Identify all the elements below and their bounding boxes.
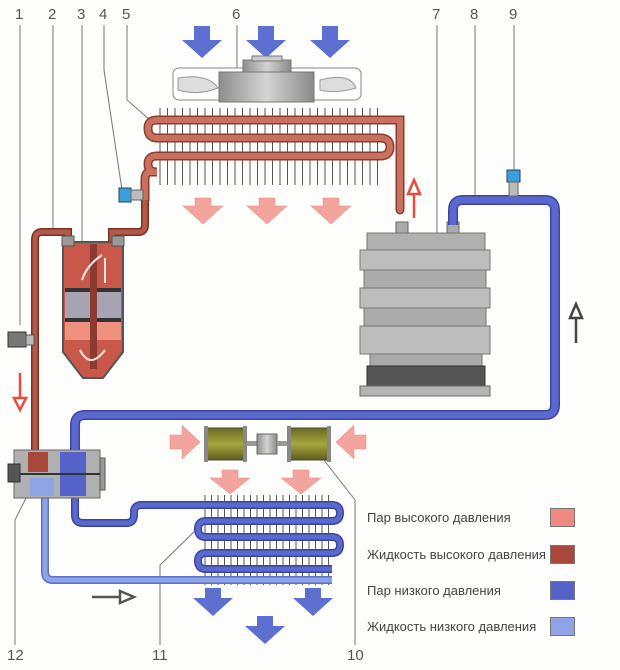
legend-label: Пар высокого давления [367, 510, 511, 525]
airflow-arrow-icon [182, 197, 224, 225]
flow-direction-arrow-up-return [568, 300, 584, 343]
airflow-arrow-icon [193, 588, 233, 616]
callout-5: 5 [122, 6, 130, 23]
cold-air-inflow-arrows [182, 26, 350, 58]
airflow-arrow-icon [209, 469, 251, 495]
expansion-valve [7, 449, 106, 499]
callout-1: 1 [15, 6, 23, 23]
callout-12: 12 [7, 647, 24, 664]
legend-swatch [550, 581, 575, 600]
airflow-arrow-icon [310, 26, 350, 58]
evaporator-coil [71, 470, 345, 573]
flow-direction-arrow-up [406, 176, 422, 218]
cold-air-outflow-arrows [193, 588, 333, 644]
pressure-switch [7, 331, 35, 348]
low-pressure-vapor-line [70, 195, 560, 460]
airflow-arrow-icon [280, 469, 322, 495]
low-pressure-service-port [506, 169, 521, 197]
legend-item-high-pressure-liquid: Жидкость высокого давления [367, 545, 617, 569]
compressor [359, 221, 491, 397]
legend-label: Жидкость высокого давления [367, 547, 546, 562]
callout-2: 2 [48, 6, 56, 23]
legend-label: Жидкость низкого давления [367, 619, 537, 634]
airflow-arrow-icon [245, 616, 285, 644]
legend-item-low-pressure-vapor: Пар низкого давления [367, 581, 617, 605]
warm-cabin-air-arrows [169, 424, 367, 495]
condenser-coil [140, 115, 405, 215]
high-pressure-liquid-line [31, 200, 149, 460]
legend-swatch [550, 617, 575, 636]
callout-6: 6 [232, 6, 240, 23]
callout-10: 10 [347, 647, 364, 664]
legend-item-low-pressure-liquid: Жидкость низкого давления [367, 617, 617, 641]
condenser-fan [172, 55, 362, 103]
airflow-arrow-icon [335, 424, 367, 460]
airflow-arrow-icon [246, 26, 286, 58]
low-pressure-liquid-line [41, 495, 332, 584]
callout-7: 7 [432, 6, 440, 23]
callout-9: 9 [509, 6, 517, 23]
callout-4: 4 [99, 6, 107, 23]
airflow-arrow-icon [293, 588, 333, 616]
legend-swatch [550, 508, 575, 527]
flow-direction-arrow-down [11, 373, 29, 413]
high-pressure-service-port [118, 187, 144, 203]
legend-item-high-pressure-vapor: Пар высокого давления [367, 508, 617, 532]
callout-3: 3 [77, 6, 85, 23]
callout-8: 8 [470, 6, 478, 23]
callout-numbers: 1 2 3 4 5 6 7 8 9 10 11 12 [7, 6, 517, 664]
airflow-arrow-icon [246, 197, 288, 225]
airflow-arrow-icon [310, 197, 352, 225]
legend-label: Пар низкого давления [367, 583, 501, 598]
condenser-fins [159, 108, 378, 185]
legend-swatch [550, 545, 575, 564]
evaporator-blower [204, 426, 331, 462]
hot-air-outflow-arrows [182, 197, 352, 225]
flow-direction-arrow-right [92, 589, 138, 605]
receiver-drier [61, 235, 125, 379]
callout-11: 11 [152, 647, 168, 664]
airflow-arrow-icon [182, 26, 222, 58]
airflow-arrow-icon [169, 424, 201, 460]
